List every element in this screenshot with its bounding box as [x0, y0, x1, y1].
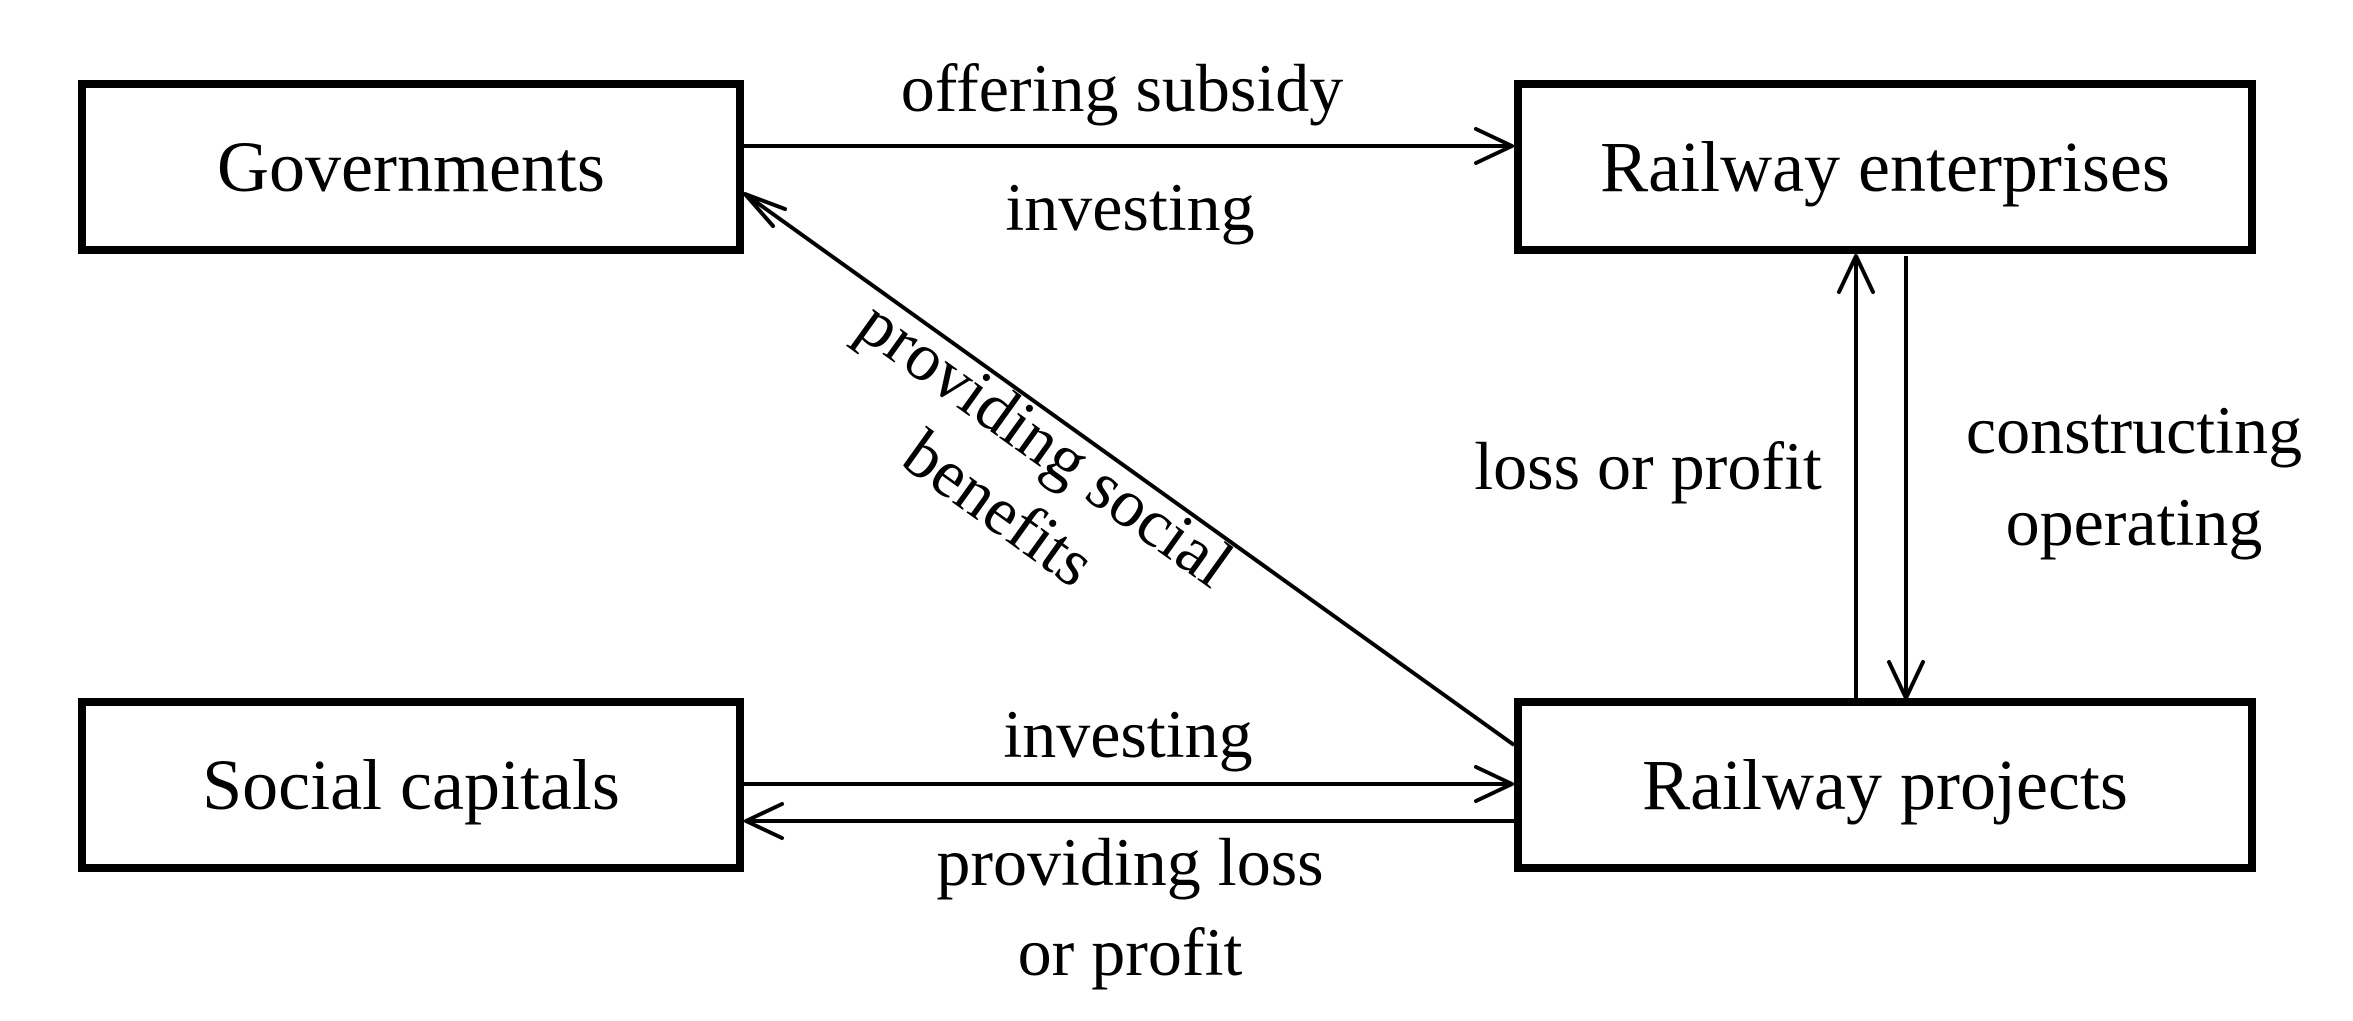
edge-label-loss-or-profit: loss or profit [1474, 428, 1822, 504]
node-social-capitals-label: Social capitals [202, 745, 620, 825]
edge-label-providing-loss: providing loss [936, 824, 1323, 900]
edge-label-investing-bottom: investing [1003, 696, 1252, 772]
node-railway-enterprises-label: Railway enterprises [1600, 127, 2170, 207]
node-railway-enterprises: Railway enterprises [1514, 80, 2256, 254]
edge-label-or-profit: or profit [1018, 914, 1243, 990]
edge-label-operating: operating [2006, 484, 2263, 560]
arrowhead-up-left-icon [743, 192, 787, 228]
edge-capitals-to-projects: investing [744, 696, 1514, 803]
node-railway-enterprises-box [1514, 80, 2256, 254]
edge-label-offering-subsidy: offering subsidy [901, 50, 1344, 126]
node-railway-projects-label: Railway projects [1642, 745, 2128, 825]
edge-projects-to-governments: providing social benefits [743, 192, 1516, 747]
node-governments: Governments [78, 80, 744, 254]
arrowhead-down-icon [1887, 660, 1925, 700]
edge-label-constructing: constructing [1966, 392, 2302, 468]
arrowhead-right-icon [1474, 127, 1514, 165]
edge-governments-to-enterprises: offering subsidy investing [744, 50, 1514, 245]
edge-label-investing-top: investing [1005, 169, 1254, 245]
arrowhead-up-icon [1837, 254, 1875, 294]
node-governments-label: Governments [217, 127, 605, 207]
edge-enterprises-to-projects: constructing operating [1887, 256, 2302, 700]
node-railway-projects: Railway projects [1514, 698, 2256, 872]
edge-projects-to-enterprises: loss or profit [1474, 254, 1875, 698]
node-social-capitals: Social capitals [78, 698, 744, 872]
node-governments-box [78, 80, 744, 254]
arrowhead-right-icon [1474, 765, 1514, 803]
node-railway-projects-box [1514, 698, 2256, 872]
arrowhead-left-icon [744, 802, 784, 840]
edge-projects-to-capitals: providing loss or profit [744, 802, 1514, 990]
edge-projects-to-governments-line [743, 192, 1516, 747]
node-social-capitals-box [78, 698, 744, 872]
